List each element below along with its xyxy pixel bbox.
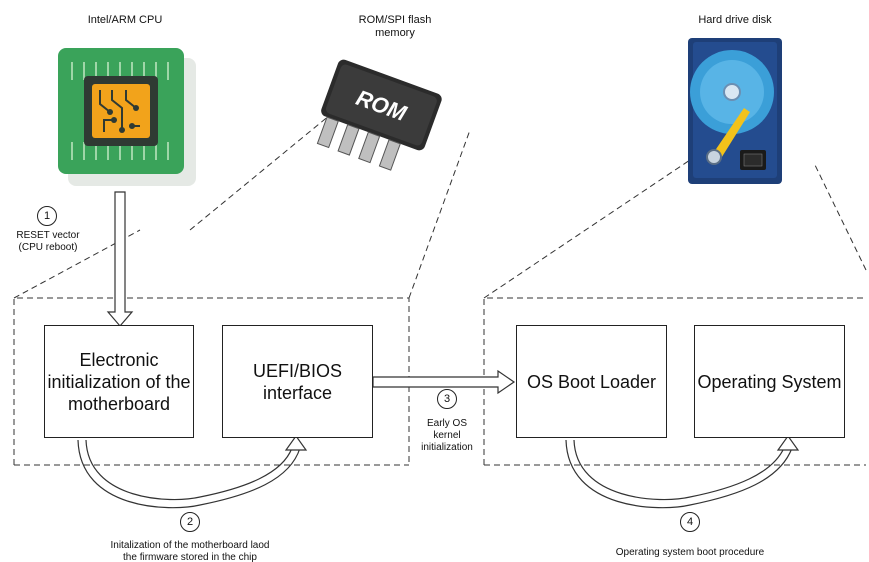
step-4-caption: Operating system boot procedure xyxy=(615,547,765,558)
step-1-caption: RESET vector (CPU reboot) xyxy=(16,230,80,253)
hdd-label: Hard drive disk xyxy=(698,14,772,26)
operating-system-box: Operating System xyxy=(694,325,845,438)
electronic-init-box: Electronic initialization of the motherb… xyxy=(44,325,194,438)
step-2-badge: 2 xyxy=(180,512,200,532)
rom-projection-line-right xyxy=(408,129,471,299)
reset-vector-arrow xyxy=(106,191,134,327)
step-4-badge: 4 xyxy=(680,512,700,532)
os-boot-loader-box: OS Boot Loader xyxy=(516,325,667,438)
uefi-bios-box: UEFI/BIOS interface xyxy=(222,325,373,438)
hard-drive-icon xyxy=(688,38,782,184)
motherboard-init-curved-arrow xyxy=(77,434,308,509)
step-3-badge: 3 xyxy=(437,389,457,409)
rom-chip-icon: ROM xyxy=(316,59,442,171)
rom-projection-line-left xyxy=(189,114,331,231)
step-3-caption: Early OS kernel initialization xyxy=(421,418,473,453)
cpu-label: Intel/ARM CPU xyxy=(87,14,163,26)
cpu-projection-line-left xyxy=(13,229,141,299)
cpu-chip-icon xyxy=(58,48,196,186)
step-1-badge: 1 xyxy=(37,206,57,226)
hdd-projection-line-right xyxy=(814,164,867,271)
firmware-to-bootloader-arrow xyxy=(372,369,516,395)
os-boot-curved-arrow xyxy=(565,434,800,509)
step-2-caption: Initalization of the motherboard laod th… xyxy=(110,540,270,562)
rom-label: ROM/SPI flash memory xyxy=(358,14,432,39)
os-dashed-region xyxy=(483,297,866,466)
hdd-projection-line-left xyxy=(483,159,691,299)
